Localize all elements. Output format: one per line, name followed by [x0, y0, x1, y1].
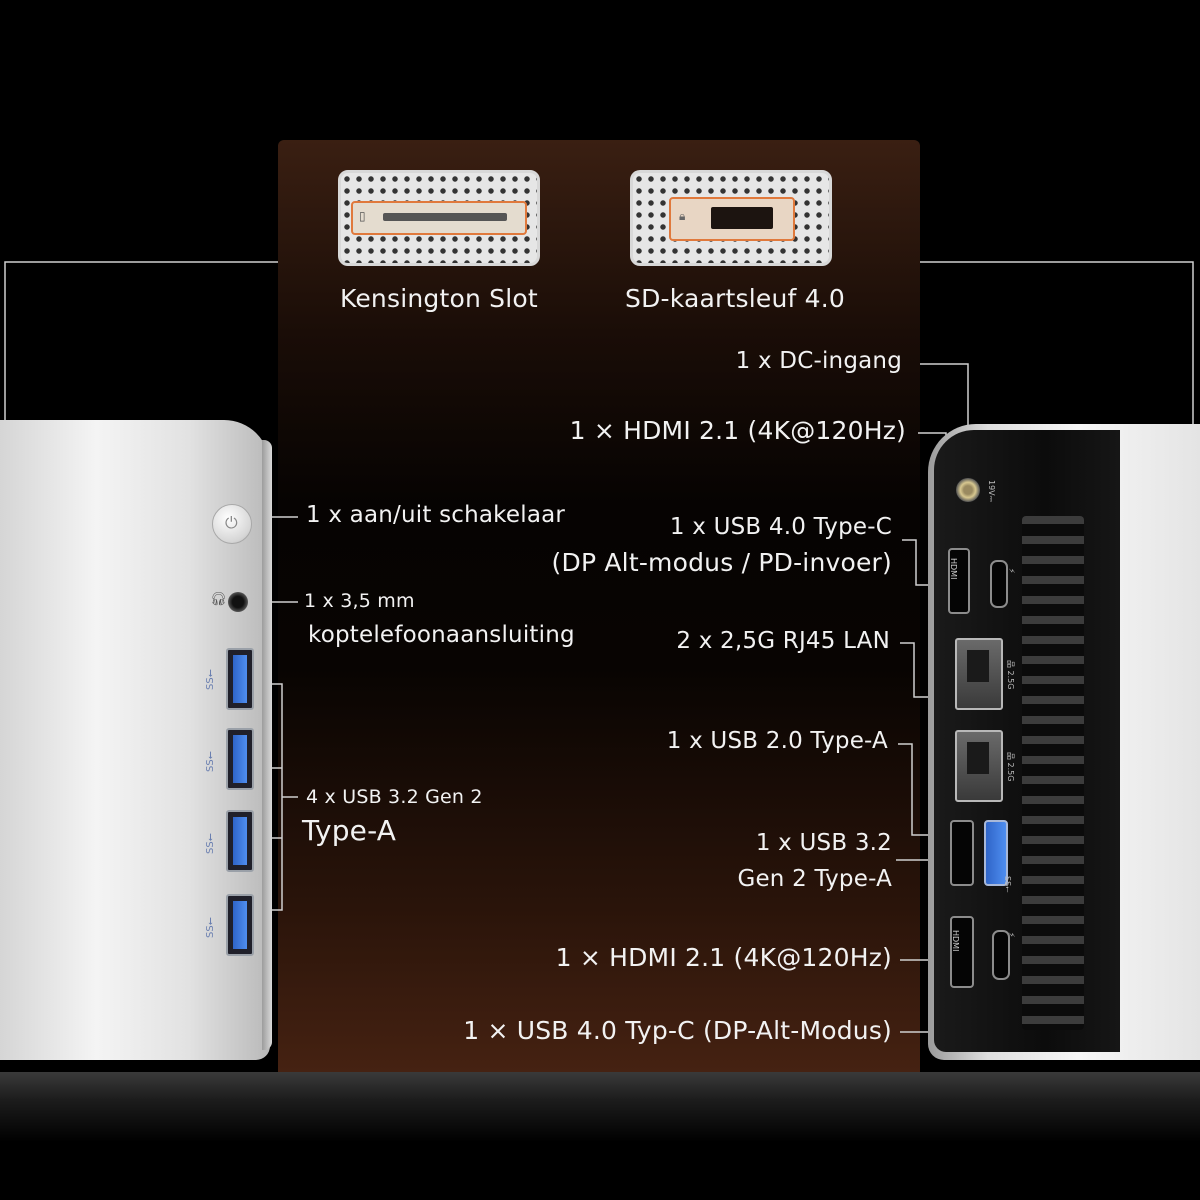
ventilation-grille — [1022, 516, 1084, 1030]
rj45-port-2 — [955, 730, 1003, 802]
audio-label-line2: koptelefoonaansluiting — [308, 622, 575, 648]
dc-input-port — [956, 478, 980, 502]
usb-c-port-bottom — [992, 930, 1010, 980]
kensington-label: Kensington Slot — [340, 284, 538, 313]
hdmi-port-bottom — [950, 916, 974, 988]
hdmi-bottom-label: 1 × HDMI 2.1 (4K@120Hz) — [555, 943, 892, 972]
usb4-bottom-label: 1 × USB 4.0 Typ-C (DP-Alt-Modus) — [463, 1016, 892, 1045]
usb-a-port-4 — [226, 894, 254, 956]
power-button: ⏻ — [212, 504, 252, 544]
ethernet-icon: 品 2.5G — [1006, 752, 1015, 782]
usb4-top-label-line2: (DP Alt-modus / PD-invoer) — [551, 548, 892, 577]
kensington-highlight: 🔒︎ — [669, 197, 795, 241]
audio-jack — [228, 592, 248, 612]
usb-3-2-port — [984, 820, 1008, 886]
usb-left-label-line1: 4 x USB 3.2 Gen 2 — [306, 786, 483, 808]
thunderbolt-icon: ⚡ — [1007, 932, 1016, 938]
ethernet-icon: 品 2.5G — [1006, 660, 1015, 690]
usb-icon: SS⭠ — [205, 917, 216, 938]
background-glow — [278, 140, 920, 1100]
power-icon: ⏻ — [225, 513, 238, 532]
usb-c-port-top — [990, 560, 1008, 608]
dc-power-icon: 19V⎓ — [987, 480, 996, 503]
rj45-port-1 — [955, 638, 1003, 710]
usb-icon: SS⭠ — [1003, 876, 1012, 893]
power-label: 1 x aan/uit schakelaar — [306, 502, 566, 528]
usb4-top-label-line1: 1 x USB 4.0 Type-C — [669, 514, 892, 540]
usb-a-port-3 — [226, 810, 254, 872]
dc-label: 1 x DC-ingang — [735, 348, 902, 374]
lan-label: 2 x 2,5G RJ45 LAN — [676, 628, 890, 654]
sd-slot-highlight: ▯ — [351, 201, 527, 235]
usb-icon: SS⭠ — [205, 833, 216, 854]
usb-2-0-port — [950, 820, 974, 886]
usb32-label-line2: Gen 2 Type-A — [737, 866, 892, 892]
kensington-lock-icon: 🔒︎ — [679, 209, 686, 223]
audio-label-line1: 1 x 3,5 mm — [304, 590, 415, 612]
usb-icon: SS⭠ — [205, 751, 216, 772]
headphone-icon: 🎧︎ — [210, 592, 227, 607]
sd-slot-card: ▯ — [338, 170, 540, 266]
usb-a-port-1 — [226, 648, 254, 710]
kensington-slot-opening — [711, 207, 773, 229]
usb-a-port-2 — [226, 728, 254, 790]
usb-left-label-line2: Type-A — [302, 814, 397, 847]
hdmi-icon: HDMI — [951, 930, 960, 952]
usb-icon: SS⭠ — [205, 669, 216, 690]
sd-card-icon: ▯ — [359, 209, 366, 223]
left-device-edge — [262, 440, 272, 1050]
hdmi-top-label: 1 × HDMI 2.1 (4K@120Hz) — [569, 416, 906, 445]
sd-slot-opening — [383, 213, 507, 221]
hdmi-port-top — [948, 548, 970, 614]
kensington-card: 🔒︎ — [630, 170, 832, 266]
usb32-label-line1: 1 x USB 3.2 — [755, 830, 892, 856]
floor-reflection — [0, 1072, 1200, 1142]
sd-slot-label: SD-kaartsleuf 4.0 — [625, 284, 846, 313]
thunderbolt-icon: ⚡ — [1007, 568, 1016, 574]
hdmi-icon: HDMI — [949, 558, 958, 580]
usb20-label: 1 x USB 2.0 Type-A — [666, 728, 888, 754]
